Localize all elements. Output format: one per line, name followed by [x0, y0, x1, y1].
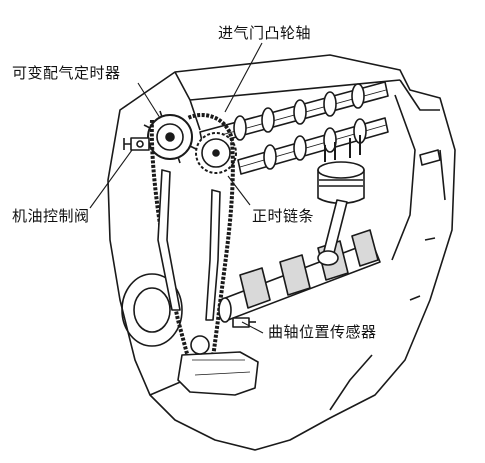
- label-crank-position-sensor: 曲轴位置传感器: [268, 323, 377, 341]
- exhaust-camshaft: [237, 117, 389, 175]
- oil-control-valve: [123, 137, 150, 151]
- label-timing-chain: 正时链条: [252, 207, 315, 225]
- timing-chain: [149, 113, 235, 366]
- crankshaft: [218, 229, 381, 323]
- label-vvt-actuator: 可变配气定时器: [12, 64, 121, 82]
- front-cover-pulley-inner: [133, 287, 171, 333]
- crank-sprocket: [190, 335, 210, 355]
- piston-assembly: [317, 161, 365, 266]
- chain-guide-right: [205, 189, 221, 321]
- leader-intake-camshaft: [224, 42, 263, 113]
- chain-guide-left: [157, 169, 181, 311]
- front-cover-pulley: [121, 273, 183, 347]
- cylinder-head-edge: [174, 71, 440, 131]
- block-detail-lines: [149, 94, 446, 411]
- label-oil-control-valve: 机油控制阀: [12, 207, 90, 225]
- intake-camshaft: [199, 81, 389, 147]
- leader-oil-control-valve: [89, 149, 133, 209]
- right-side-bolts: [409, 149, 441, 301]
- exhaust-cam-sprocket: [195, 132, 237, 174]
- vvt-actuator: [143, 110, 197, 164]
- label-intake-camshaft: 进气门凸轮轴: [218, 24, 312, 42]
- valve-lifters: [324, 135, 361, 162]
- crank-position-sensor: [232, 317, 256, 328]
- leader-timing-chain: [227, 175, 251, 206]
- leader-crank-position-sensor: [241, 321, 264, 334]
- leader-vvt-actuator: [137, 82, 161, 119]
